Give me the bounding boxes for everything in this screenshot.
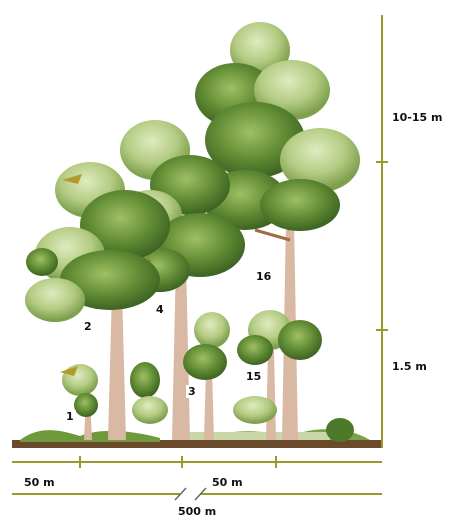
width-label-right: 50 m — [212, 477, 243, 488]
tree-3 — [183, 312, 230, 440]
tree-label-4: 4 — [154, 303, 166, 316]
tree-label-3: 3 — [186, 385, 198, 398]
height-label-top: 10-15 m — [392, 112, 442, 123]
height-label-mid: 1.5 m — [392, 361, 427, 372]
height-scale — [376, 15, 388, 448]
tree-label-15: 15 — [244, 370, 263, 383]
tree-1 — [60, 364, 98, 440]
width-label-left: 50 m — [24, 477, 55, 488]
tree-label-16: 16 — [254, 270, 273, 283]
width-label-total: 500 m — [178, 506, 216, 517]
tree-label-2: 2 — [82, 320, 94, 333]
ground-path — [180, 432, 330, 440]
width-scale — [12, 456, 382, 500]
tree-label-1: 1 — [64, 410, 76, 423]
